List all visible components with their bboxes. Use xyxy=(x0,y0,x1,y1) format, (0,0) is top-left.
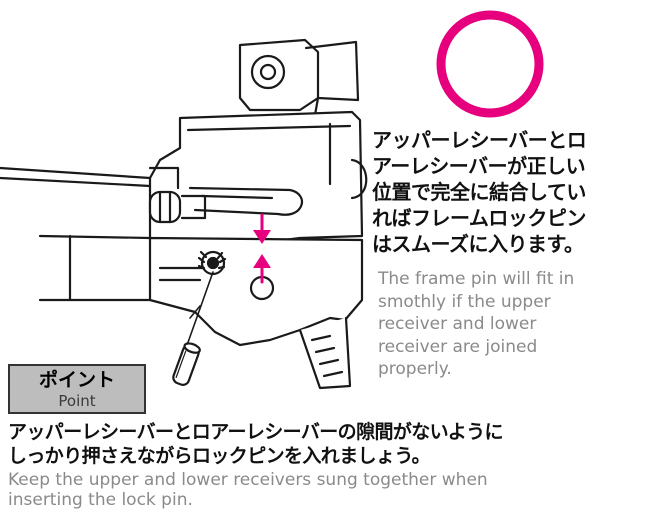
pin-guide-line xyxy=(185,271,214,349)
note-jp: アッパーレシーバーとロ アーレシーバーが正しい 位置で完全に結合してい ればフレ… xyxy=(372,127,642,257)
note-jp-line: ればフレームロックピン xyxy=(372,206,586,230)
point-badge-jp: ポイント xyxy=(38,369,115,391)
footer-en-line: Keep the upper and lower receivers sung … xyxy=(8,470,488,490)
sight-aperture-outer xyxy=(250,54,286,90)
note-en-line: smothly if the upper xyxy=(378,291,551,312)
arrow-down-icon xyxy=(253,213,271,244)
note-jp-line: 位置で完全に結合してい xyxy=(372,180,586,204)
forward-assist xyxy=(148,190,182,224)
note-jp-line: はスムーズに入ります。 xyxy=(372,232,584,256)
note-jp-line: アーレシーバーが正しい xyxy=(372,154,586,178)
alignment-arrows xyxy=(253,213,271,284)
note-en-line: properly. xyxy=(378,359,452,379)
circle-ok-icon xyxy=(436,10,544,118)
footer-jp-line: アッパーレシーバーとロアーレシーバーの隙間がないように xyxy=(8,421,504,443)
note-en: The frame pin will fit in smothly if the… xyxy=(378,268,648,381)
point-badge-en: Point xyxy=(58,392,96,410)
point-badge: ポイント Point xyxy=(8,364,146,414)
sight-aperture-inner xyxy=(259,63,277,81)
footer-en-line: inserting the lock pin. xyxy=(8,490,193,510)
lock-pin xyxy=(172,342,201,386)
footer-en: Keep the upper and lower receivers sung … xyxy=(8,470,648,510)
note-jp-line: アッパーレシーバーとロ xyxy=(372,128,587,152)
note-en-line: receiver and lower xyxy=(378,314,537,334)
note-en-line: The frame pin will fit in xyxy=(378,269,575,289)
arrow-up-icon xyxy=(253,254,271,284)
footer-jp-line: しっかり押さえながらロックピンを入れましょう。 xyxy=(8,445,431,467)
footer-jp: アッパーレシーバーとロアーレシーバーの隙間がないように しっかり押さえながらロッ… xyxy=(8,420,648,468)
note-en-line: receiver are joined xyxy=(378,336,538,357)
